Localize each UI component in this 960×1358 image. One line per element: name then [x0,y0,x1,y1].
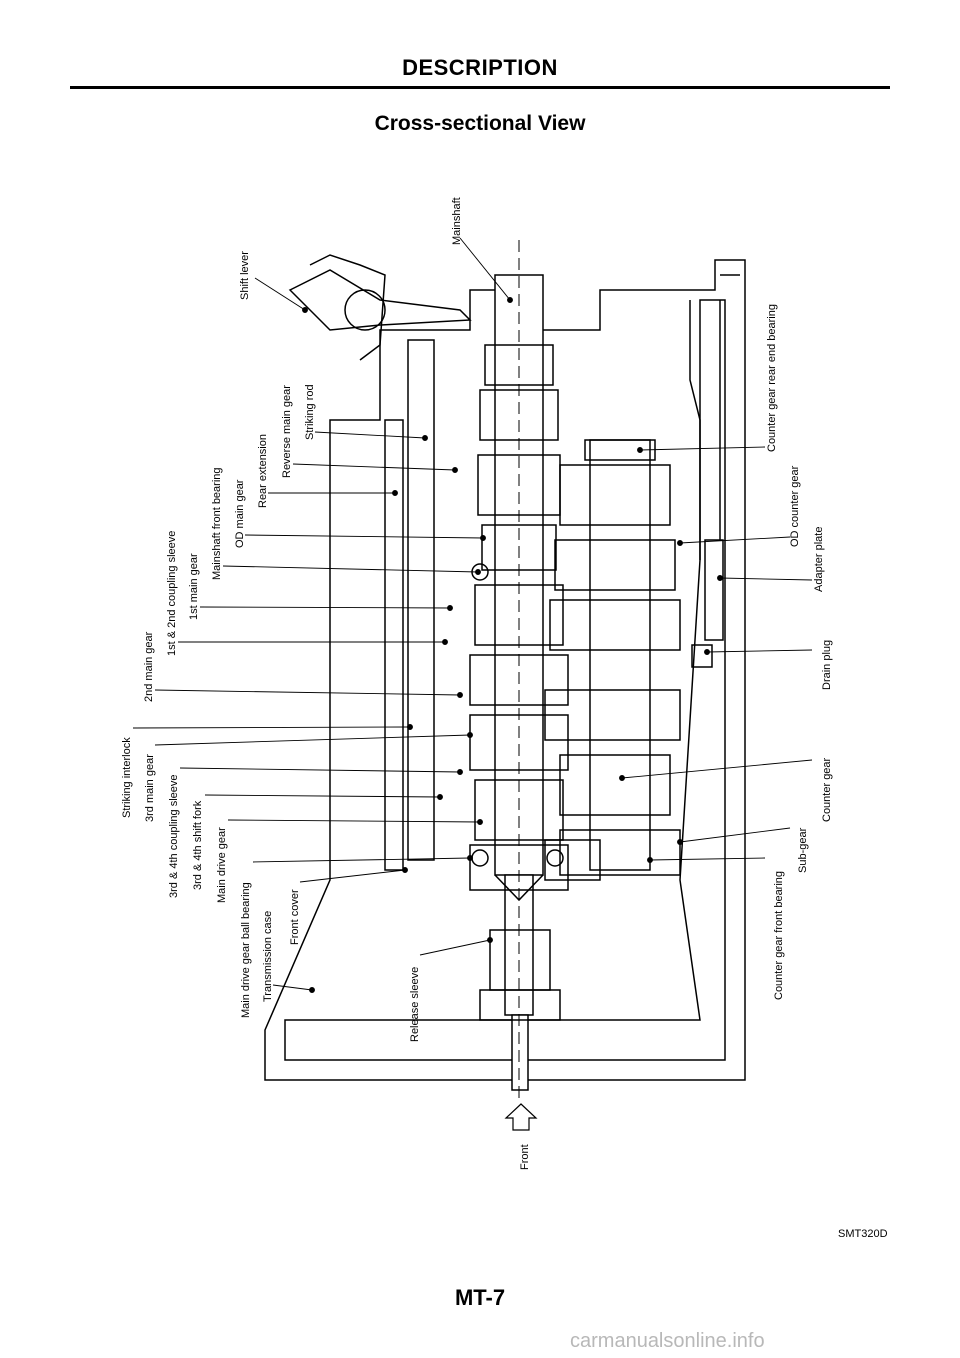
counter-shaft [589,439,651,871]
label-reverse-main-gear: Reverse main gear [281,385,293,478]
label-mainshaft: Mainshaft [451,197,463,245]
label-3rd-main-gear: 3rd main gear [144,754,156,822]
page-header: DESCRIPTION [402,55,558,80]
figure-code: SMT320D [838,1228,888,1240]
label-mainshaft-front-bearing: Mainshaft front bearing [211,467,223,580]
label-counter-gear-rear-end-bearing: Counter gear rear end bearing [766,304,778,452]
label-counter-gear-front-bearing: Counter gear front bearing [773,871,785,1000]
case-outline [264,259,746,1081]
label-striking-interlock: Striking interlock [121,737,133,818]
front-arrow [504,1103,538,1131]
label-release-sleeve: Release sleeve [409,967,421,1042]
label-transmission-case: Transmission case [262,911,274,1002]
label-main-drive-gear: Main drive gear [216,827,228,903]
striking-rod [407,339,435,861]
label-sub-gear: Sub-gear [797,827,809,873]
case-inner [284,299,726,1061]
label-counter-gear: Counter gear [821,757,833,822]
label-rear-extension: Rear extension [257,434,269,508]
label-od-counter-gear: OD counter gear [789,465,801,547]
label-drain-plug: Drain plug [821,640,833,690]
label-1st-2nd-coupling-sleeve: 1st & 2nd coupling sleeve [166,531,178,656]
section-title: Cross-sectional View [374,112,586,135]
label-od-main-gear: OD main gear [234,479,246,548]
label-shift-lever: Shift lever [239,251,251,300]
page-number: MT-7 [454,1285,506,1310]
label-striking-rod: Striking rod [304,384,316,440]
label-3rd-4th-coupling-sleeve: 3rd & 4th coupling sleeve [168,774,180,898]
label-3rd-4th-shift-fork: 3rd & 4th shift fork [192,800,204,890]
label-front-cover: Front cover [289,889,301,945]
label-main-drive-gear-ball-bearing: Main drive gear ball bearing [240,882,252,1018]
watermark: carmanualsonline.info [570,1330,765,1352]
label-adapter-plate: Adapter plate [813,527,825,592]
header-rule [70,86,890,89]
label-front: Front [519,1144,531,1170]
label-1st-main-gear: 1st main gear [188,553,200,620]
label-2nd-main-gear: 2nd main gear [143,631,155,702]
